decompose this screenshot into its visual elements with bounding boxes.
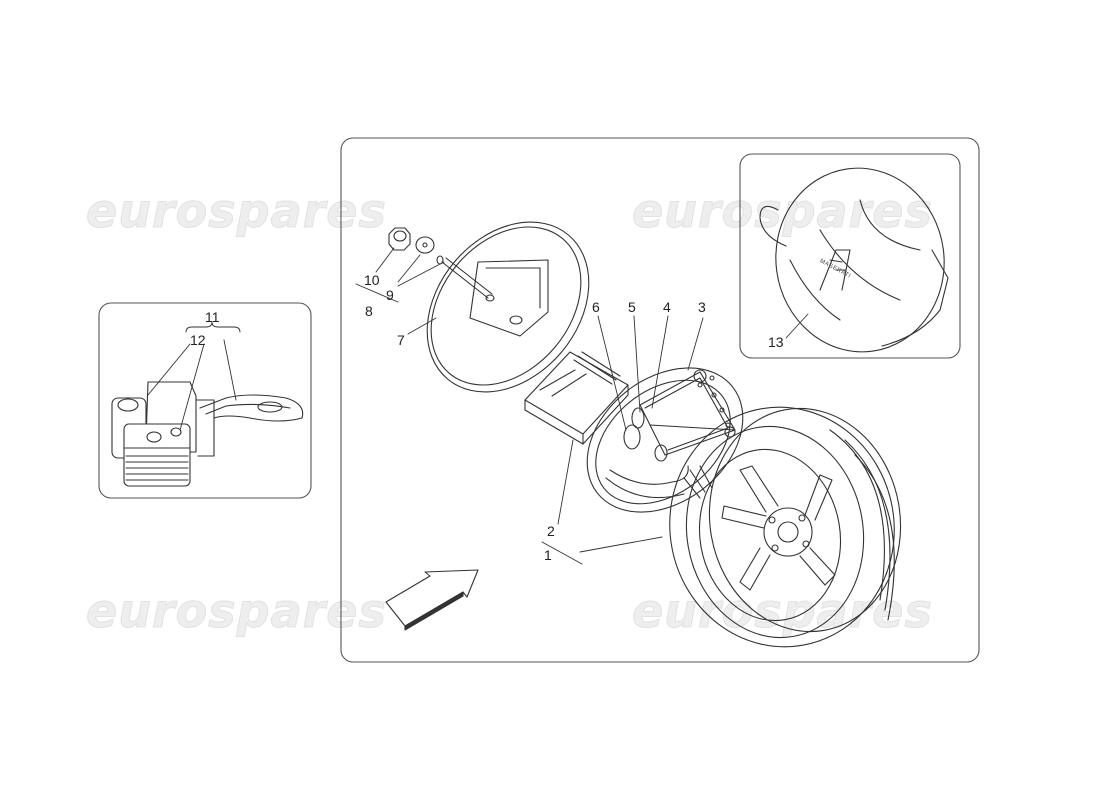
callout-9: 9	[386, 287, 394, 303]
inset-frame-kit	[98, 302, 312, 499]
watermark-bottom-left: eurospares	[86, 584, 387, 639]
callout-5: 5	[628, 299, 636, 315]
watermark-top-left: eurospares	[86, 184, 387, 239]
callout-6: 6	[592, 299, 600, 315]
callout-12: 12	[190, 332, 206, 348]
callout-11: 11	[205, 309, 220, 325]
tool-tray-3	[586, 367, 744, 513]
document-box-2	[524, 351, 629, 445]
watermark-top-right: eurospares	[632, 184, 933, 239]
washer	[415, 236, 435, 254]
wrench-6	[623, 424, 641, 450]
inflator-kit-11	[111, 381, 304, 487]
callout-10: 10	[364, 272, 380, 288]
leader-lines	[147, 247, 809, 565]
callout-8: 8	[365, 303, 373, 319]
main-frame	[340, 137, 980, 663]
callout-4: 4	[663, 299, 671, 315]
tow-eye-5	[631, 407, 668, 462]
callout-7: 7	[397, 332, 405, 348]
watermark-bottom-right: eurospares	[632, 584, 933, 639]
bolt-9	[436, 255, 495, 302]
inset-frame-bag	[739, 153, 961, 359]
callout-3: 3	[698, 299, 706, 315]
wheel-cover-7	[426, 221, 590, 393]
spare-wheel-1	[669, 406, 902, 648]
wheel-bag-13	[759, 167, 949, 353]
callout-13: 13	[768, 334, 784, 350]
callout-1: 1	[544, 547, 552, 563]
direction-arrow	[385, 569, 479, 627]
callout-2: 2	[547, 523, 555, 539]
jack-4	[639, 369, 736, 499]
nut-10	[388, 227, 411, 251]
